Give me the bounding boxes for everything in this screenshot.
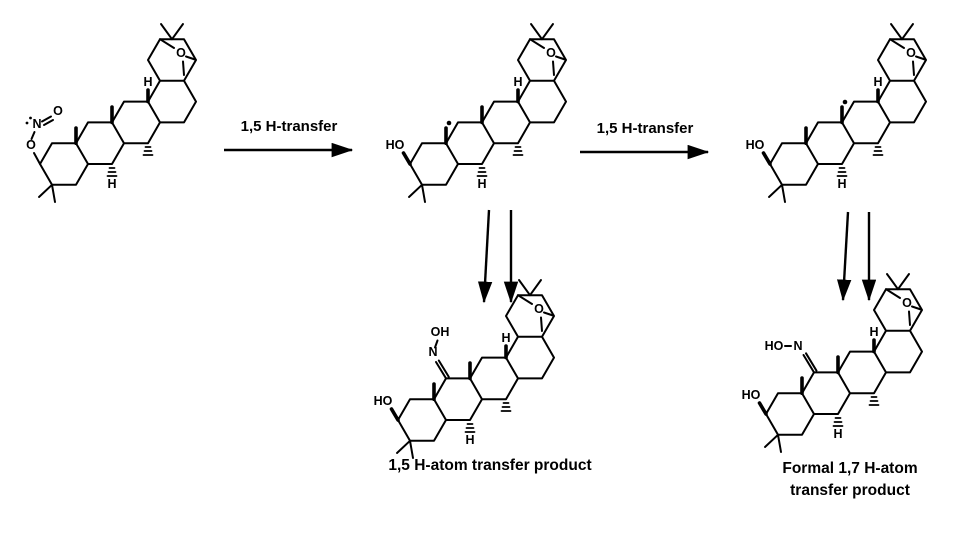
oxime-group: N OH: [428, 325, 450, 380]
step1-label: 1,5 H-transfer: [241, 118, 338, 135]
product-formal-1-7-h-atom-transfer: HO HO N: [742, 272, 924, 454]
oxime-nitrogen-label: N: [428, 345, 437, 359]
ho-wedge-bond: [761, 151, 772, 166]
step2-label: 1,5 H-transfer: [597, 120, 694, 137]
hydroxyl-label: HO: [742, 388, 761, 402]
product-2-caption-line-1: Formal 1,7 H-atom: [782, 460, 917, 477]
nitrite-nitrogen-label: N: [32, 117, 41, 131]
product-2-caption-line-2: transfer product: [790, 482, 910, 499]
down-arrow: [477, 209, 493, 304]
reaction-arrow-2: 1,5 H-transfer: [580, 120, 710, 160]
nitrite-terminal-oxygen-label: O: [53, 104, 63, 118]
radical-dot: [842, 99, 848, 105]
hydroxyl-label: HO: [386, 138, 405, 152]
nitrite-ester-oxygen-label: O: [26, 138, 36, 152]
hydroxyl-label: HO: [374, 394, 393, 408]
oxime-hydroxyl-label: HO: [765, 339, 784, 353]
product-1-5-h-atom-transfer: HO N OH: [374, 278, 556, 460]
oxime-hydroxyl-label: OH: [431, 325, 450, 339]
down-arrows-to-product-1: [477, 209, 519, 304]
lone-pair-dot: [25, 121, 29, 125]
ho-wedge-bond: [389, 407, 400, 422]
product-1-caption: 1,5 H-atom transfer product: [388, 457, 591, 474]
reaction-arrow-1: 1,5 H-transfer: [224, 118, 354, 158]
ho-wedge-bond: [757, 401, 768, 416]
oxime-group: HO N: [765, 339, 818, 374]
down-arrows-to-product-2: [836, 211, 877, 302]
radical-dot: [446, 120, 452, 126]
molecule-carbon-radical-2: HO: [746, 22, 928, 204]
ho-wedge-bond: [401, 151, 412, 166]
lone-pair-dot: [29, 116, 32, 120]
oxime-nitrogen-label: N: [793, 339, 802, 353]
down-arrow: [836, 211, 852, 302]
molecule-carbon-radical-1: HO: [386, 22, 568, 204]
molecule-nitrite-ester: O N O: [25, 22, 198, 204]
nitrite-group: O N O: [25, 104, 63, 165]
hydroxyl-label: HO: [746, 138, 765, 152]
